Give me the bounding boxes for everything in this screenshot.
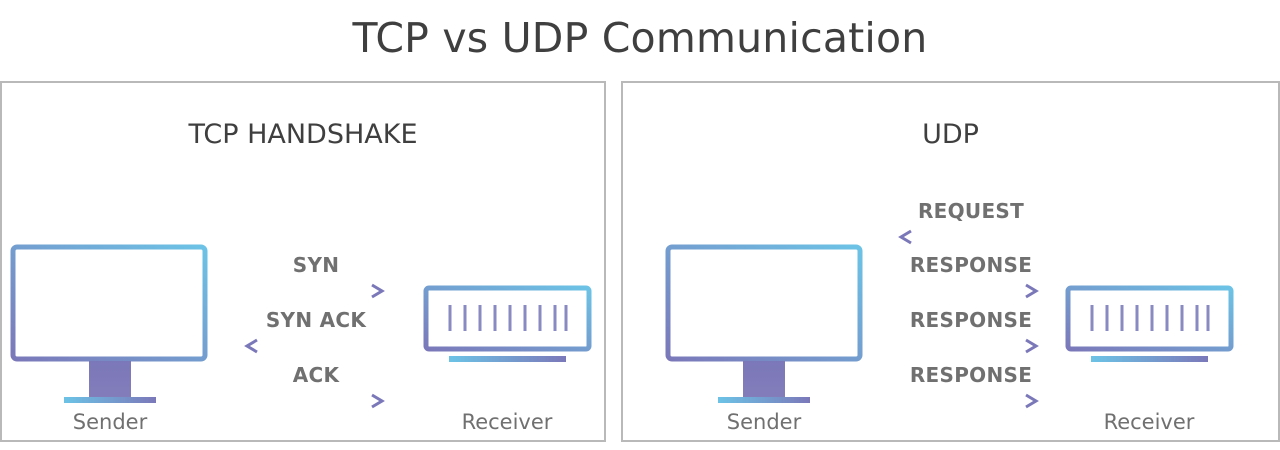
udp-panel: UDP Sender Receiver REQUEST RESPONSE RES… bbox=[621, 81, 1280, 442]
diagram-title: TCP vs UDP Communication bbox=[352, 14, 928, 62]
tcp-receiver-label: Receiver bbox=[461, 410, 553, 434]
udp-msg-request-label: REQUEST bbox=[917, 199, 1025, 223]
tcp-panel: TCP HANDSHAKE Sender Receiver SYN SYN AC… bbox=[0, 81, 606, 442]
udp-msg-response-label-2: RESPONSE bbox=[909, 308, 1033, 332]
tcp-msg-ack-label: ACK bbox=[292, 363, 340, 387]
tcp-panel-title: TCP HANDSHAKE bbox=[188, 119, 418, 150]
udp-panel-title: UDP bbox=[922, 119, 979, 150]
tcp-msg-syn-label: SYN bbox=[292, 253, 340, 277]
udp-msg-response-label-3: RESPONSE bbox=[909, 363, 1033, 387]
tcp-sender-label: Sender bbox=[72, 410, 148, 434]
tcp-msg-synack-label: SYN ACK bbox=[265, 308, 367, 332]
udp-msg-response-label-1: RESPONSE bbox=[909, 253, 1033, 277]
udp-sender-label: Sender bbox=[726, 410, 802, 434]
udp-receiver-label: Receiver bbox=[1103, 410, 1195, 434]
